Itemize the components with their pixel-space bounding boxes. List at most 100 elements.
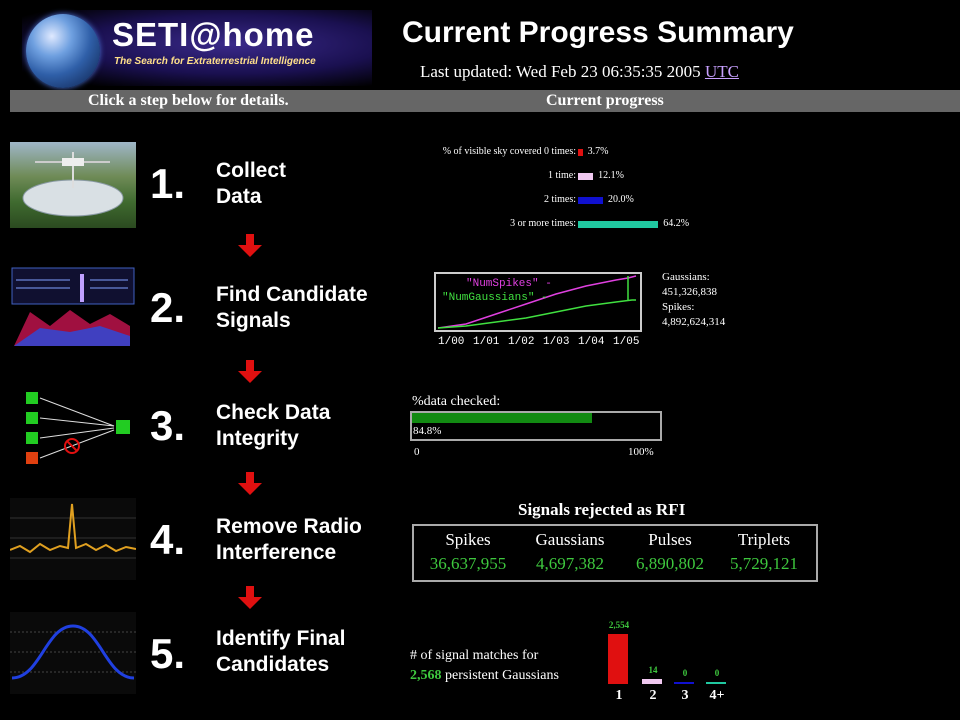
rfi-table [412, 524, 818, 582]
gaussians-label: Gaussians: [662, 271, 710, 283]
rfi-value: 4,697,382 [536, 554, 604, 573]
rfi-header: Pulses [648, 530, 692, 549]
graph-totals: Gaussians: 451,326,838 Spikes: 4,892,624… [662, 270, 725, 330]
matches-line1: # of signal matches for [410, 648, 539, 663]
step2-label[interactable]: Find Candidate Signals [216, 282, 368, 334]
step2-line2: Signals [216, 309, 291, 332]
spikes-series-label: "NumSpikes" - [466, 278, 552, 290]
sky-coverage-label: 3 or more times: [510, 218, 576, 229]
step5-line1: Identify Final [216, 627, 346, 650]
signals-graph-svg: "NumSpikes" - "NumGaussians" - [437, 275, 637, 329]
sky-coverage-value: 3.7% [587, 146, 609, 157]
step1-line2: Data [216, 185, 262, 208]
utc-link[interactable]: UTC [704, 62, 739, 81]
step3-line2: Integrity [216, 427, 299, 450]
gaussian-curve-icon [10, 624, 136, 680]
match-bar-value: 14 [648, 665, 658, 675]
step3-integrity-image[interactable] [10, 386, 136, 466]
rfi-col-triplets: Triplets 5,729,121 [714, 530, 814, 574]
match-bar [642, 679, 662, 684]
page-title: Current Progress Summary [402, 16, 794, 49]
globe-icon [26, 14, 100, 88]
sky-coverage-value: 12.1% [598, 170, 624, 181]
step4-label[interactable]: Remove Radio Interference [216, 514, 362, 566]
step4-line1: Remove Radio [216, 515, 362, 538]
rfi-value: 36,637,955 [429, 554, 507, 573]
data-checked-label: %data checked: [412, 394, 501, 409]
sky-coverage-value: 64.2% [663, 218, 690, 229]
step4-interference-image[interactable] [9, 498, 137, 580]
matches-count: 2,568 [410, 668, 442, 683]
graph-x-labels: 1/00 1/01 1/02 1/03 1/04 1/05 [438, 336, 640, 348]
spikes-series-line [437, 275, 637, 329]
gaussians-value: 451,326,838 [662, 286, 717, 298]
step1-telescope-image[interactable] [10, 142, 136, 228]
rfi-header: Spikes [445, 530, 491, 549]
spikes-value: 4,892,624,314 [662, 316, 726, 328]
signals-graph[interactable]: "NumSpikes" - "NumGaussians" - [434, 272, 642, 332]
step4-line2: Interference [216, 541, 337, 564]
sky-coverage-bar [578, 173, 594, 180]
signal-matches-text: # of signal matches for 2,568 persistent… [410, 646, 559, 686]
step5-label[interactable]: Identify Final Candidates [216, 626, 346, 678]
telescope-dish-icon [22, 152, 124, 217]
progress-header: Current progress [546, 92, 664, 109]
rfi-col-pulses: Pulses 6,890,802 [620, 530, 720, 574]
step3-label[interactable]: Check Data Integrity [216, 400, 330, 452]
match-bar-category: 4+ [709, 688, 725, 703]
sky-coverage-bar [578, 149, 583, 156]
step1-label[interactable]: Collect Data [216, 158, 286, 210]
interference-spectrum-icon [9, 503, 137, 559]
step5-gaussian-image[interactable] [10, 612, 136, 694]
match-bar-category: 2 [649, 688, 657, 703]
rfi-header: Triplets [737, 530, 791, 549]
rfi-header: Gaussians [535, 530, 605, 549]
match-bar-category: 1 [615, 688, 623, 703]
sky-coverage-bar [578, 221, 659, 228]
rfi-col-gaussians: Gaussians 4,697,382 [520, 530, 620, 574]
rfi-title: Signals rejected as RFI [518, 500, 686, 519]
match-bar-value: 2,554 [608, 620, 630, 630]
match-bar-category: 3 [681, 688, 689, 703]
sky-coverage-value: 20.0% [608, 194, 634, 205]
progress-min-label: 0 [414, 446, 420, 458]
steps-header: Click a step below for details. [88, 92, 289, 109]
step2-number[interactable]: 2. [150, 284, 186, 331]
step3-line1: Check Data [216, 401, 331, 424]
spikes-label: Spikes: [662, 301, 695, 313]
sky-coverage-bar [578, 197, 603, 204]
sky-coverage-label: % of visible sky covered 0 times: [442, 146, 576, 157]
step1-line1: Collect [216, 159, 287, 182]
match-bar [706, 682, 726, 684]
match-bar [608, 634, 628, 684]
step5-line2: Candidates [216, 653, 330, 676]
last-updated: Last updated: Wed Feb 23 06:35:35 2005 U… [420, 62, 739, 82]
rfi-value: 6,890,802 [636, 554, 704, 573]
sky-coverage-label: 2 times: [544, 194, 576, 205]
last-updated-text: Last updated: Wed Feb 23 06:35:35 2005 [420, 62, 701, 81]
match-bar-value: 0 [682, 668, 688, 678]
logo-subtitle: The Search for Extraterrestrial Intellig… [114, 56, 316, 67]
data-checked-value: 84.8% [413, 425, 442, 437]
step4-number[interactable]: 4. [150, 516, 186, 563]
gaussians-series-line [437, 299, 636, 329]
screensaver-graph-icon [11, 267, 135, 346]
progress-max-label: 100% [628, 446, 654, 458]
step3-number[interactable]: 3. [150, 402, 186, 449]
data-checked-fill [412, 413, 592, 423]
data-checked-progress [410, 411, 662, 441]
section-header-band [10, 90, 960, 112]
match-bar-value: 0 [714, 668, 720, 678]
sky-coverage-label: 1 time: [547, 170, 576, 181]
step5-number[interactable]: 5. [150, 630, 186, 677]
logo-title[interactable]: SETI@home [112, 16, 315, 53]
rfi-value: 5,729,121 [730, 554, 798, 573]
step2-screensaver-image[interactable] [10, 266, 136, 352]
gaussians-series-label: "NumGaussians" - [442, 292, 548, 304]
step2-line1: Find Candidate [216, 283, 368, 306]
step1-number[interactable]: 1. [150, 160, 186, 207]
matches-line2: persistent Gaussians [445, 668, 559, 683]
rfi-col-spikes: Spikes 36,637,955 [418, 530, 518, 574]
network-check-icon [26, 392, 130, 464]
match-bar [674, 682, 694, 684]
